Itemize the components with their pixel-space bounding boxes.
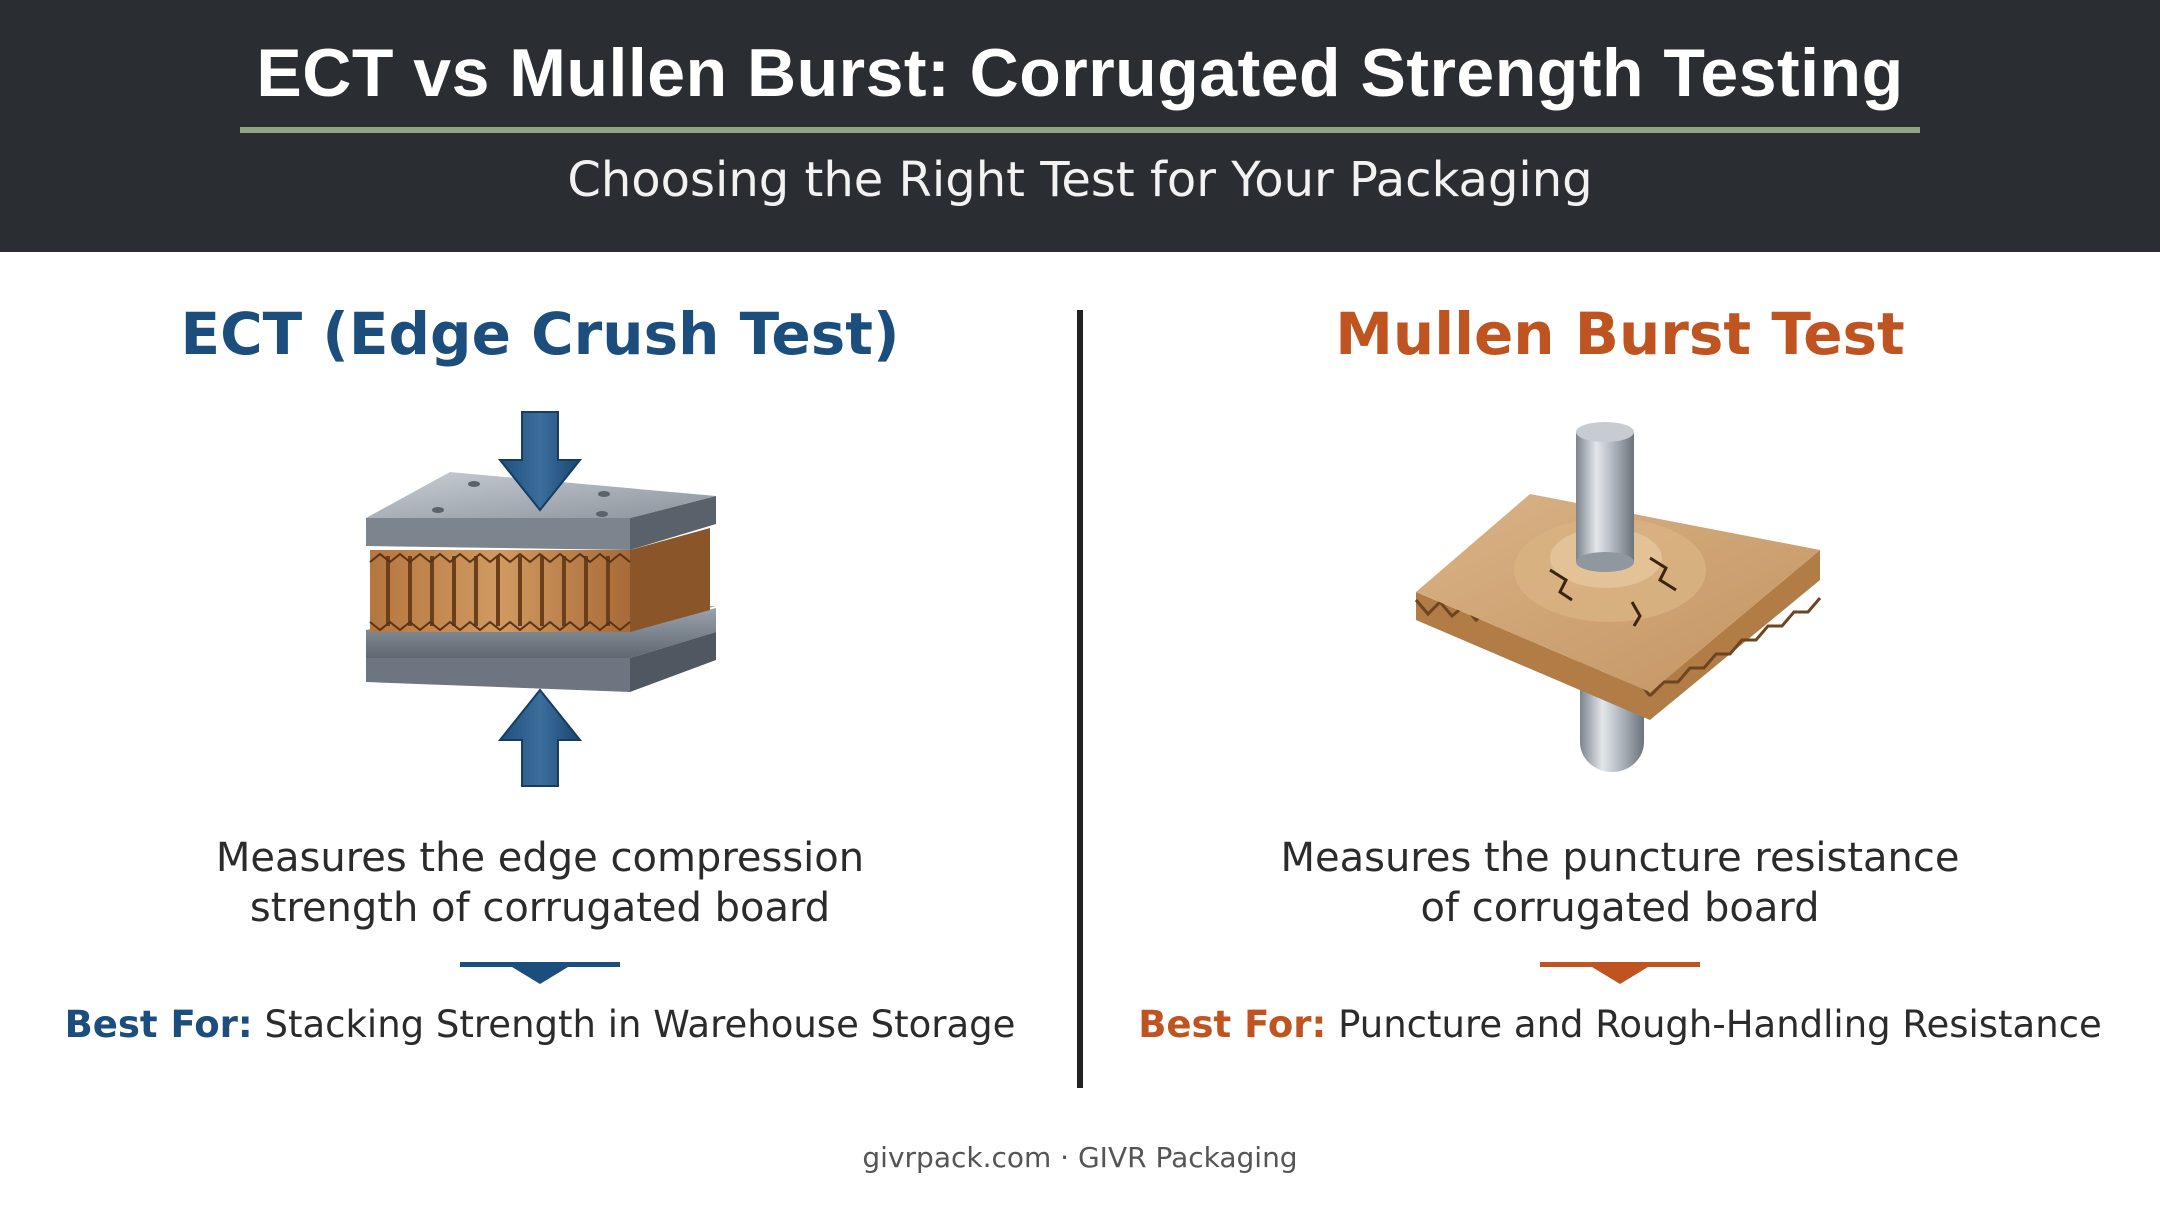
ect-title: ECT (Edge Crush Test) (180, 300, 900, 368)
burst-piston-icon (1414, 422, 1822, 772)
mullen-description-line1: Measures the puncture resistance (1280, 835, 1960, 881)
title-underline (240, 127, 1920, 133)
footer-credit: givrpack.com · GIVR Packaging (862, 1141, 1298, 1174)
mullen-chevron-marker (1540, 962, 1700, 984)
column-divider (1077, 310, 1083, 1088)
mullen-best-for: Best For: Puncture and Rough-Handling Re… (1080, 1003, 2160, 1046)
mullen-description-line2: of corrugated board (1420, 885, 1820, 931)
ect-description: Measures the edge compression strength o… (40, 833, 1040, 933)
ect-description-line1: Measures the edge compression (215, 835, 865, 881)
mullen-title: Mullen Burst Test (1335, 300, 1905, 368)
header-banner: ECT vs Mullen Burst: Corrugated Strength… (0, 0, 2160, 252)
ect-description-line2: strength of corrugated board (249, 885, 831, 931)
ect-best-for: Best For: Stacking Strength in Warehouse… (0, 1003, 1080, 1046)
edge-crush-press-icon (366, 411, 716, 787)
mullen-description: Measures the puncture resistance of corr… (1120, 833, 2120, 933)
mullen-best-for-label: Best For: (1138, 1003, 1327, 1046)
ect-best-for-text: Stacking Strength in Warehouse Storage (264, 1003, 1016, 1046)
ect-chevron-marker (460, 962, 620, 984)
ect-best-for-label: Best For: (64, 1003, 253, 1046)
page-title: ECT vs Mullen Burst: Corrugated Strength… (256, 35, 1904, 111)
mullen-best-for-text: Puncture and Rough-Handling Resistance (1338, 1003, 2102, 1046)
page-subtitle: Choosing the Right Test for Your Packagi… (567, 152, 1593, 208)
